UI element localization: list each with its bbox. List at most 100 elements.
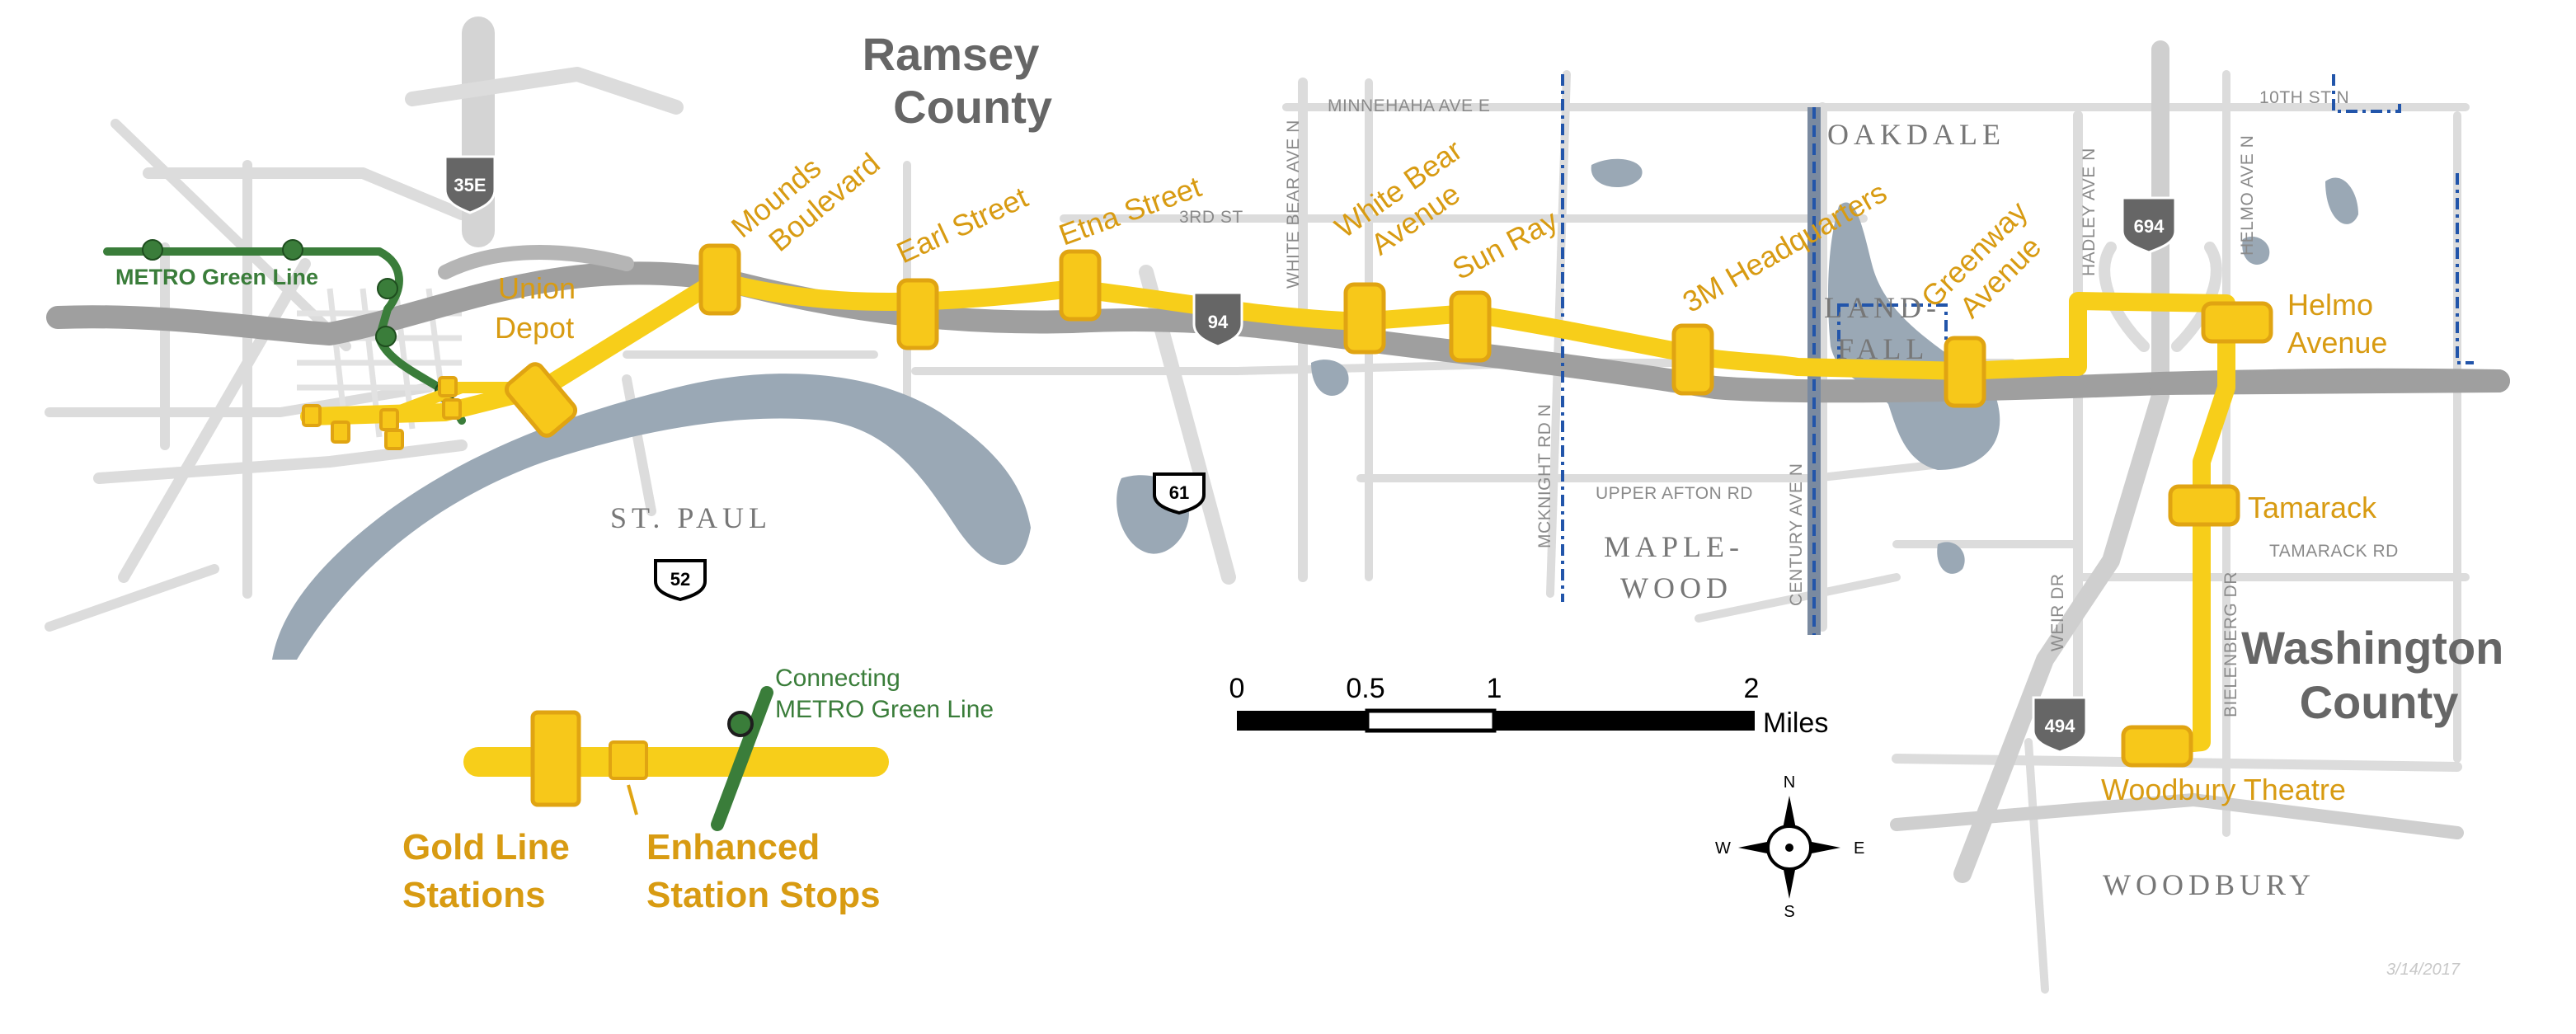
compass-n: N (1784, 773, 1795, 792)
station-label-woodbury-theatre: Woodbury Theatre (2101, 773, 2346, 806)
shield-us61-label: 61 (1169, 482, 1189, 503)
shield-494: 494 (2032, 696, 2088, 754)
station-label-union-depot-line1: Union (498, 271, 576, 305)
road-label-3rd-st: 3RD ST (1179, 208, 1243, 227)
road-label-white-bear-ave: WHITE BEAR AVE N (1284, 120, 1303, 289)
green-line-station (142, 239, 163, 261)
legend-connecting-label: Connecting METRO Green Line (775, 665, 994, 723)
compass-w: W (1715, 839, 1731, 858)
shield-us52: 52 (654, 559, 707, 602)
legend-gold-line2: Stations (402, 875, 546, 915)
shield-94: 94 (1192, 291, 1243, 348)
scale-tick-2: 2 (1744, 673, 1760, 704)
shield-694-label: 694 (2134, 216, 2165, 237)
station-3m-headquarters (1671, 323, 1714, 396)
road-label-hadley: HADLEY AVE N (2080, 148, 2099, 276)
road-label-bielenberg: BIELENBERG DR (2221, 571, 2240, 717)
station-greenway-avenue (1944, 336, 1986, 408)
scale-unit: Miles (1763, 707, 1828, 739)
green-line-station (377, 278, 398, 299)
enhanced-stop (438, 376, 458, 397)
legend-gold-line-stations-label: Gold Line Stations (402, 827, 580, 915)
station-label-helmo-line2: Avenue (2287, 326, 2387, 360)
city-label-maplewood-line1: MAPLE- (1604, 530, 1744, 563)
legend-enhanced-leader (627, 784, 638, 815)
green-line-label: METRO Green Line (115, 265, 318, 289)
scale-tick-0-5: 0.5 (1346, 673, 1384, 704)
enhanced-station-stops (302, 376, 462, 450)
city-label-landfall: LAND- FALL (1824, 291, 1953, 365)
county-label-washington-line1: Washington (2241, 622, 2503, 674)
county-labels: Ramsey County Washington County (863, 28, 2517, 728)
scale-tick-0: 0 (1229, 673, 1245, 704)
county-label-washington-line2: County (2300, 676, 2459, 728)
station-tamarack (2168, 484, 2240, 527)
station-label-helmo-line1: Helmo (2287, 288, 2373, 322)
shield-us61: 61 (1153, 472, 1206, 515)
county-label-washington: Washington County (2241, 622, 2517, 728)
station-earl-street (896, 278, 939, 350)
station-label-tamarack: Tamarack (2248, 491, 2377, 524)
scale-segment-3 (1494, 711, 1755, 731)
city-label-st-paul: ST. PAUL (610, 501, 772, 534)
scale-segment-2 (1365, 708, 1497, 733)
legend-station-symbol (530, 710, 581, 807)
map-date: 3/14/2017 (2386, 961, 2461, 979)
enhanced-stop (302, 404, 322, 427)
gold-line-stations (504, 243, 2273, 768)
county-label-ramsey: Ramsey County (863, 28, 1052, 133)
legend-enhanced-stops-label: Enhanced Station Stops (646, 827, 881, 915)
legend-connecting-line1: Connecting (775, 665, 900, 692)
city-labels: ST. PAUL OAKDALE LAND- FALL MAPLE- WOOD … (610, 118, 2310, 901)
station-etna-street (1059, 249, 1102, 322)
station-label-union-depot: Union Depot (495, 271, 584, 345)
lake-small-3 (1937, 542, 1965, 574)
station-label-union-depot-line2: Depot (495, 311, 574, 345)
legend-gold-line1: Gold Line (402, 827, 570, 867)
enhanced-stop (442, 398, 462, 420)
station-label-mounds-boulevard: Mounds Boulevard (725, 120, 886, 270)
station-woodbury-theatre (2121, 725, 2193, 768)
station-union-depot (504, 362, 578, 438)
station-helmo-avenue (2201, 301, 2273, 344)
station-label-earl-street: Earl Street (891, 180, 1032, 270)
legend: Connecting METRO Green Line Gold Line St… (402, 665, 994, 915)
legend-enhanced-stop-symbol (609, 740, 648, 780)
legend-enhanced-line2: Station Stops (646, 875, 881, 915)
compass-e: E (1854, 839, 1864, 858)
shield-35e-label: 35E (454, 175, 486, 195)
legend-green-line (711, 686, 773, 831)
station-label-helmo-avenue: Helmo Avenue (2287, 288, 2387, 360)
lake-small-1 (1311, 360, 1349, 396)
compass-s: S (1784, 903, 1794, 921)
station-white-bear-avenue (1343, 282, 1386, 355)
road-label-10th-st: 10TH ST N (2259, 88, 2349, 107)
lake-phalen (1591, 158, 1643, 187)
interstate-94-corridor (46, 245, 2510, 403)
road-label-tamarack-rd: TAMARACK RD (2269, 542, 2399, 561)
legend-green-station (727, 711, 754, 737)
city-label-landfall-line1: LAND- (1824, 291, 1941, 324)
county-label-ramsey-line1: Ramsey (863, 28, 1040, 80)
road-label-helmo: HELMO AVE N (2238, 135, 2257, 256)
road-label-minnehaha: MINNEHAHA AVE E (1328, 96, 1490, 115)
green-line-station (282, 239, 303, 261)
station-mounds-boulevard (698, 243, 741, 316)
shield-35e: 35E (444, 155, 496, 214)
shield-494-label: 494 (2045, 716, 2075, 736)
station-sun-ray (1449, 290, 1492, 363)
shield-us52-label: 52 (670, 569, 690, 590)
county-label-ramsey-line2: County (893, 81, 1052, 133)
compass-rose: N S E W (1715, 773, 1864, 921)
scale-tick-1: 1 (1487, 673, 1502, 704)
city-label-maplewood: MAPLE- WOOD (1604, 530, 1756, 604)
enhanced-stop (384, 429, 404, 450)
mississippi-river (272, 374, 1031, 660)
road-label-upper-afton: UPPER AFTON RD (1596, 484, 1753, 503)
lake-small-4 (2242, 236, 2270, 265)
green-line-station (375, 326, 397, 347)
scale-bar: 0 0.5 1 2 Miles (1229, 673, 1829, 739)
shield-94-label: 94 (1208, 312, 1229, 332)
shield-694: 694 (2121, 196, 2177, 254)
